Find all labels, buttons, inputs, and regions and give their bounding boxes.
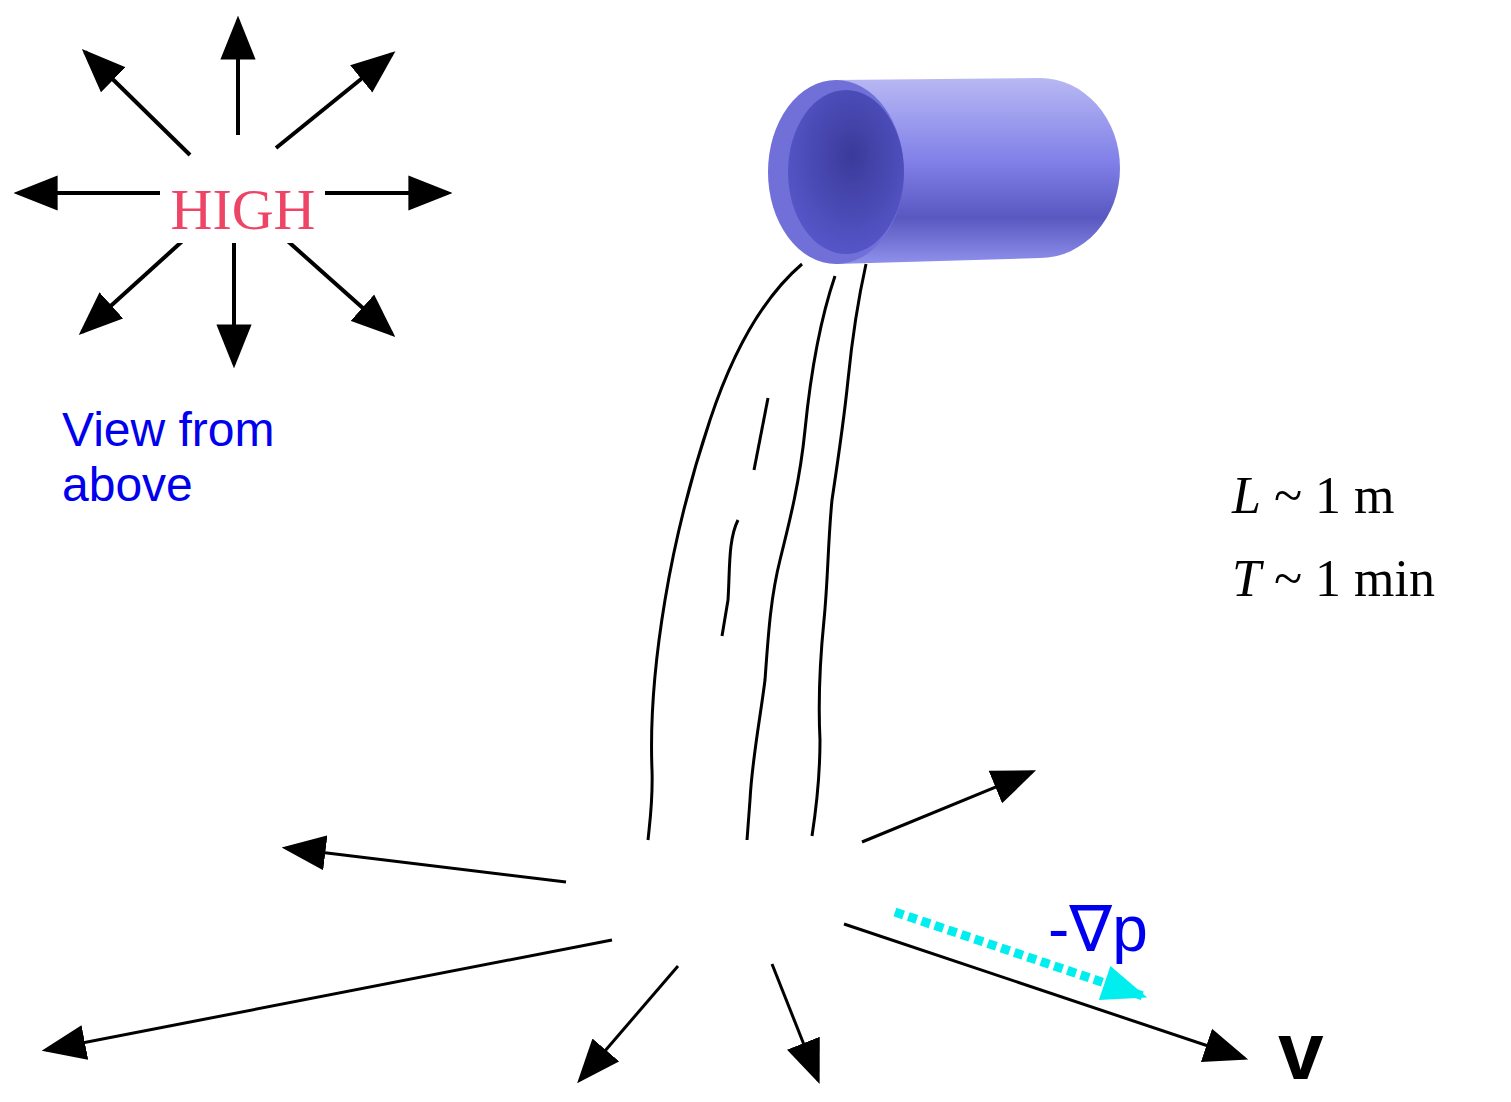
flow-arrows: [46, 772, 1244, 1080]
gradient-label: -∇p: [1048, 893, 1148, 967]
pressure-label: HIGH: [169, 177, 318, 244]
length-scale: L ~ 1 m: [1232, 466, 1395, 526]
radial-arrows-top: [18, 20, 448, 364]
velocity-label: v: [1278, 1004, 1324, 1098]
time-scale: T ~ 1 min: [1232, 549, 1435, 609]
water-stream: [648, 264, 866, 840]
caption-note: View from above: [62, 402, 352, 512]
pipe: [768, 78, 1120, 264]
